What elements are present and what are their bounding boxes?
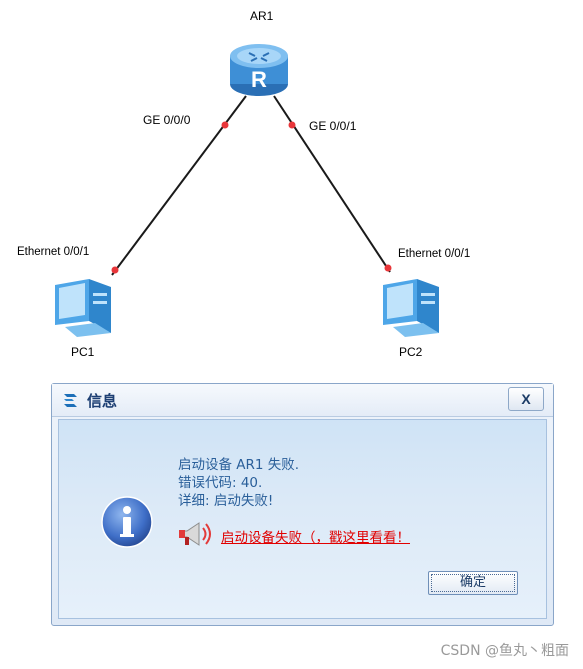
info-icon	[101, 496, 153, 548]
pc1-name-label: PC1	[71, 345, 95, 359]
port-label-ge001: GE 0/0/1	[309, 119, 357, 133]
pc2-port-label: Ethernet 0/0/1	[398, 248, 471, 260]
error-code-line: 错误代码: 40.	[178, 475, 263, 491]
router-icon[interactable]: R	[230, 44, 288, 96]
megaphone-icon	[179, 522, 211, 546]
port-dot-ge001	[288, 121, 296, 129]
router-name-label: AR1	[250, 9, 274, 23]
port-dot-pc1-eth	[111, 266, 119, 274]
pc1-port-label: Ethernet 0/0/1	[17, 246, 90, 258]
dialog-titlebar[interactable]: 信息 X	[52, 384, 553, 417]
pc2-name-label: PC2	[399, 345, 423, 359]
error-message-line-1: 启动设备 AR1 失败.	[178, 457, 300, 473]
ensp-logo-icon	[64, 394, 77, 407]
pc1-icon[interactable]	[55, 279, 111, 337]
pc2-icon[interactable]	[383, 279, 439, 337]
watermark-text: CSDN @鱼丸丶粗面	[440, 643, 569, 659]
router-letter: R	[251, 67, 267, 92]
help-link[interactable]: 启动设备失败（，戳这里看看！	[221, 530, 410, 546]
topology-canvas: R	[55, 44, 439, 337]
ok-button[interactable]: 确定	[428, 571, 518, 595]
close-button[interactable]: X	[508, 387, 544, 411]
dialog-title: 信息	[87, 392, 118, 410]
error-detail-line: 详细: 启动失败!	[178, 493, 274, 509]
port-dot-pc2-eth	[384, 264, 392, 272]
port-dot-ge000	[221, 121, 229, 129]
port-label-ge000: GE 0/0/0	[143, 113, 191, 127]
